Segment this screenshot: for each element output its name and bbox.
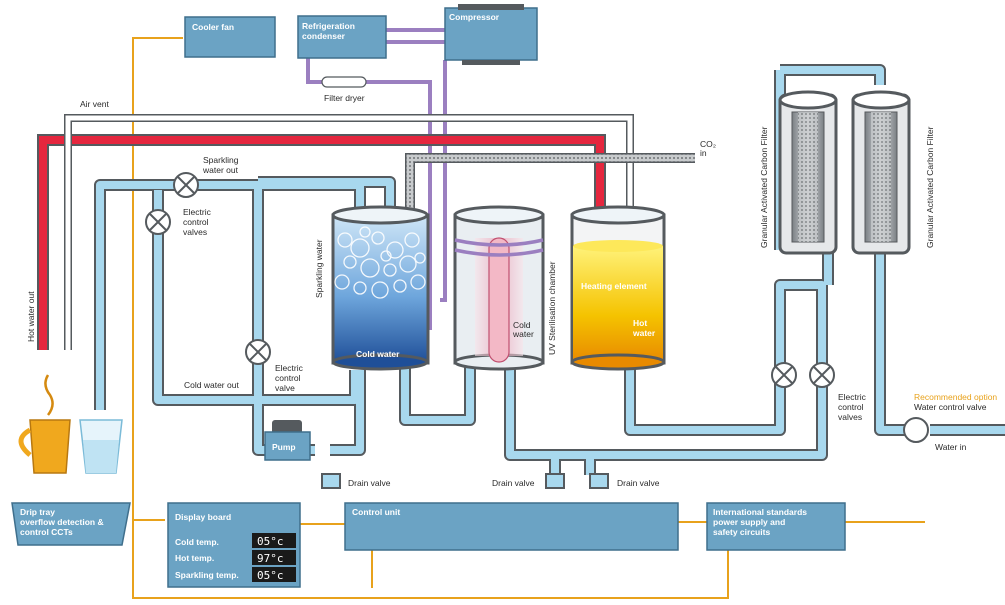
hot-temp-screen bbox=[252, 550, 296, 565]
electric-valve-top-icon bbox=[145, 209, 171, 235]
electric-valve-label-2: control bbox=[275, 373, 301, 383]
electric-valves-right-label-2: control bbox=[838, 402, 864, 412]
carbon-filter-right bbox=[851, 90, 911, 255]
hot-water-out-label: Hot water out bbox=[26, 291, 36, 342]
hot-water-tank: Heating element Hot water bbox=[570, 205, 666, 371]
electric-valve-label-3: valve bbox=[275, 383, 295, 393]
control-unit-box: Control unit bbox=[344, 502, 679, 551]
glass-icon bbox=[79, 419, 123, 474]
valve-icons bbox=[145, 172, 929, 443]
electric-valve-label: Electric bbox=[275, 363, 304, 373]
cold-water-tank-label: Cold water bbox=[356, 349, 400, 359]
hot-cup-icon bbox=[18, 374, 71, 474]
drain-valve-3-icon bbox=[589, 473, 609, 489]
water-control-valve-icon bbox=[903, 417, 929, 443]
co2-label: CO₂ bbox=[700, 139, 716, 149]
drip-tray-box: Drip tray overflow detection & control C… bbox=[11, 502, 131, 546]
uv-sterilisation-chamber: Cold water bbox=[453, 205, 545, 371]
hot-water-pipe bbox=[37, 134, 606, 350]
bubbles bbox=[334, 226, 426, 299]
cooler-fan-label: Cooler fan bbox=[192, 22, 234, 32]
uv-chamber-label: UV Sterilisation chamber bbox=[547, 261, 557, 355]
drain-valves bbox=[321, 473, 609, 489]
drain-valve-label-1: Drain valve bbox=[348, 478, 391, 488]
control-unit-label: Control unit bbox=[352, 507, 400, 517]
cold-temp-label: Cold temp. bbox=[175, 537, 219, 547]
uv-cold-water-label: Cold bbox=[513, 320, 531, 330]
electric-valves-right-label-3: valves bbox=[838, 412, 862, 422]
drain-valve-label-3: Drain valve bbox=[617, 478, 660, 488]
sparkling-temp-screen bbox=[252, 567, 296, 582]
electric-valves-top-label: Electric bbox=[183, 207, 212, 217]
electric-valves-top-label-3: valves bbox=[183, 227, 207, 237]
intl-standards-label-2: power supply and bbox=[713, 517, 785, 527]
co2-in-label: in bbox=[700, 148, 707, 158]
compressor-box: Compressor bbox=[444, 4, 538, 65]
compressor-label: Compressor bbox=[449, 12, 500, 22]
filter-dryer-label: Filter dryer bbox=[324, 93, 365, 103]
drip-tray-label-2: overflow detection & bbox=[20, 517, 104, 527]
hot-temp-value: 97°c bbox=[257, 552, 284, 565]
electric-valves-right-label: Electric bbox=[838, 392, 867, 402]
gac-filter-label-left: Granular Activated Carbon Filter bbox=[759, 126, 769, 248]
filter-dryer: Filter dryer bbox=[321, 76, 367, 103]
co2-supply-line bbox=[405, 153, 695, 215]
sparkling-valve-icon bbox=[173, 172, 199, 198]
electric-valves-top-label-2: control bbox=[183, 217, 209, 227]
drain-valve-1-icon bbox=[321, 473, 341, 489]
air-vent-label: Air vent bbox=[80, 99, 109, 109]
drip-tray-label: Drip tray bbox=[20, 507, 55, 517]
water-control-valve-label: Water control valve bbox=[914, 402, 987, 412]
pump-label: Pump bbox=[272, 442, 296, 452]
control-wiring bbox=[132, 37, 925, 599]
water-in-label: Water in bbox=[935, 442, 967, 452]
uv-cold-water-label-2: water bbox=[512, 329, 534, 339]
hot-water-label-2: water bbox=[632, 328, 656, 338]
intl-standards-label-3: safety circuits bbox=[713, 527, 770, 537]
hot-water-label: Hot bbox=[633, 318, 647, 328]
sparkling-temp-value: 05°c bbox=[257, 569, 284, 582]
drain-valve-label-2: Drain valve bbox=[492, 478, 535, 488]
drip-tray-label-3: control CCTs bbox=[20, 527, 73, 537]
cold-temp-value: 05°c bbox=[257, 535, 284, 548]
sparkling-water-label: Sparkling water bbox=[314, 239, 324, 298]
electric-valve-right-2-icon bbox=[809, 362, 835, 388]
cold-water-valve-icon bbox=[245, 339, 271, 365]
cold-water-out-label: Cold water out bbox=[184, 380, 239, 390]
intl-standards-box: International standards power supply and… bbox=[706, 502, 846, 551]
sparkling-temp-label: Sparkling temp. bbox=[175, 570, 239, 580]
sparkling-water-out-label-2: water out bbox=[202, 165, 239, 175]
refrigeration-condenser-label: Refrigeration bbox=[302, 21, 355, 31]
cooler-fan-box: Cooler fan bbox=[184, 16, 276, 58]
sparkling-water-tank: Cold water bbox=[331, 205, 430, 371]
pump: Pump bbox=[264, 420, 311, 461]
gac-filter-label-right: Granular Activated Carbon Filter bbox=[925, 126, 935, 248]
air-vent-pipe bbox=[64, 114, 634, 350]
hot-temp-label: Hot temp. bbox=[175, 553, 214, 563]
sparkling-water-out-label: Sparkling bbox=[203, 155, 239, 165]
drain-valve-2-icon bbox=[545, 473, 565, 489]
heating-element-label: Heating element bbox=[581, 281, 647, 291]
cold-temp-screen bbox=[252, 533, 296, 548]
recommended-option-label: Recommended option bbox=[914, 392, 997, 402]
refrigeration-condenser-box: Refrigeration condenser bbox=[297, 15, 387, 59]
carbon-filter-left bbox=[778, 90, 838, 255]
display-board-title: Display board bbox=[175, 512, 231, 522]
refrigeration-condenser-label-2: condenser bbox=[302, 31, 346, 41]
intl-standards-label: International standards bbox=[713, 507, 807, 517]
display-board: Display board Cold temp. Hot temp. Spark… bbox=[167, 502, 301, 588]
electric-valve-right-1-icon bbox=[771, 362, 797, 388]
